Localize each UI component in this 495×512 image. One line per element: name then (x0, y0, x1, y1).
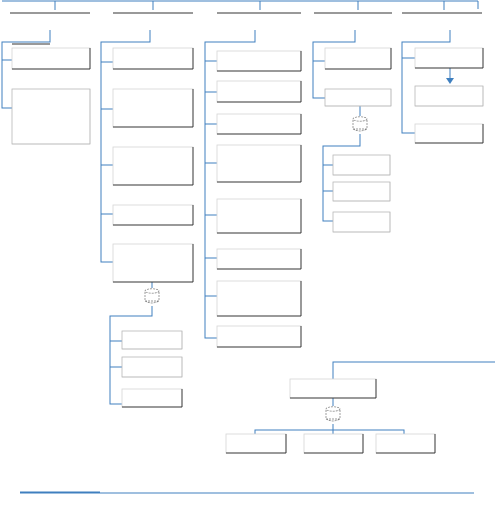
diagram-box (324, 47, 392, 70)
box-frame (375, 433, 436, 454)
arrow-head (446, 78, 454, 84)
box-frame (112, 204, 194, 226)
diagram-box (289, 378, 377, 399)
diagram-box (121, 388, 183, 408)
diagram-box (216, 50, 302, 72)
diagram-box (216, 198, 302, 234)
box-frame (216, 113, 302, 135)
box-frame (225, 433, 287, 454)
diagram-box (112, 243, 194, 283)
box-frame (112, 47, 194, 70)
box-frame (216, 248, 302, 270)
box-frame (112, 88, 194, 128)
diagram-box (332, 211, 391, 233)
box-frame (324, 88, 392, 107)
box-frame (216, 198, 302, 234)
diagram-box (303, 433, 364, 454)
database-top (325, 406, 341, 412)
diagram-box (121, 330, 183, 350)
connector-line (312, 30, 356, 99)
box-frame (11, 47, 91, 70)
database-bottom (144, 300, 160, 304)
bottom-rule (20, 491, 474, 494)
box-frame (332, 211, 391, 233)
box-frame (216, 50, 302, 72)
diagram-box (216, 248, 302, 270)
box-frame (121, 330, 183, 350)
connector-line (401, 30, 451, 134)
diagram-box (332, 154, 391, 176)
diagram-box (121, 356, 183, 378)
diagram-box (216, 325, 302, 348)
diagram-box (324, 88, 392, 107)
box-frame (216, 80, 302, 103)
box-frame (121, 388, 183, 408)
diagram-box (112, 47, 194, 70)
box-frame (11, 88, 91, 145)
box-frame (414, 47, 484, 69)
box-frame (216, 280, 302, 317)
diagram-box (216, 113, 302, 135)
database-icons (144, 116, 368, 422)
diagram-boxes (10, 12, 484, 454)
database-icon (352, 116, 368, 132)
diagram-box (414, 123, 484, 144)
diagram-box (225, 433, 287, 454)
connector-lines (1, 0, 495, 434)
connector-line (109, 306, 153, 405)
box-frame (324, 47, 392, 70)
connector-line (332, 361, 495, 379)
diagram-box (11, 88, 91, 145)
connector-line (1, 30, 51, 109)
connector-line (333, 429, 405, 434)
database-top (144, 288, 160, 294)
connector-line (100, 30, 151, 263)
box-frame (332, 154, 391, 176)
database-bottom (352, 128, 368, 132)
box-frame (112, 243, 194, 283)
diagram-box (11, 47, 91, 70)
diagram-box (414, 85, 484, 107)
database-icon (325, 406, 341, 422)
box-frame (121, 356, 183, 378)
diagram-box (216, 280, 302, 317)
connector-line (204, 30, 256, 339)
database-bottom (325, 418, 341, 422)
box-frame (303, 433, 364, 454)
diagram-box (332, 181, 391, 202)
diagram-box (112, 146, 194, 186)
diagram-box (112, 88, 194, 128)
diagram-box (414, 47, 484, 69)
box-frame (216, 325, 302, 348)
box-frame (414, 85, 484, 107)
database-top (352, 116, 368, 122)
diagram-box (375, 433, 436, 454)
connector-line (254, 424, 334, 434)
diagram-box (112, 204, 194, 226)
diagram-box (216, 144, 302, 183)
diagram-box (216, 80, 302, 103)
box-frame (289, 378, 377, 399)
box-frame (216, 144, 302, 183)
database-icon (144, 288, 160, 304)
box-frame (112, 146, 194, 186)
box-frame (332, 181, 391, 202)
connector-line (322, 134, 361, 222)
box-frame (414, 123, 484, 144)
